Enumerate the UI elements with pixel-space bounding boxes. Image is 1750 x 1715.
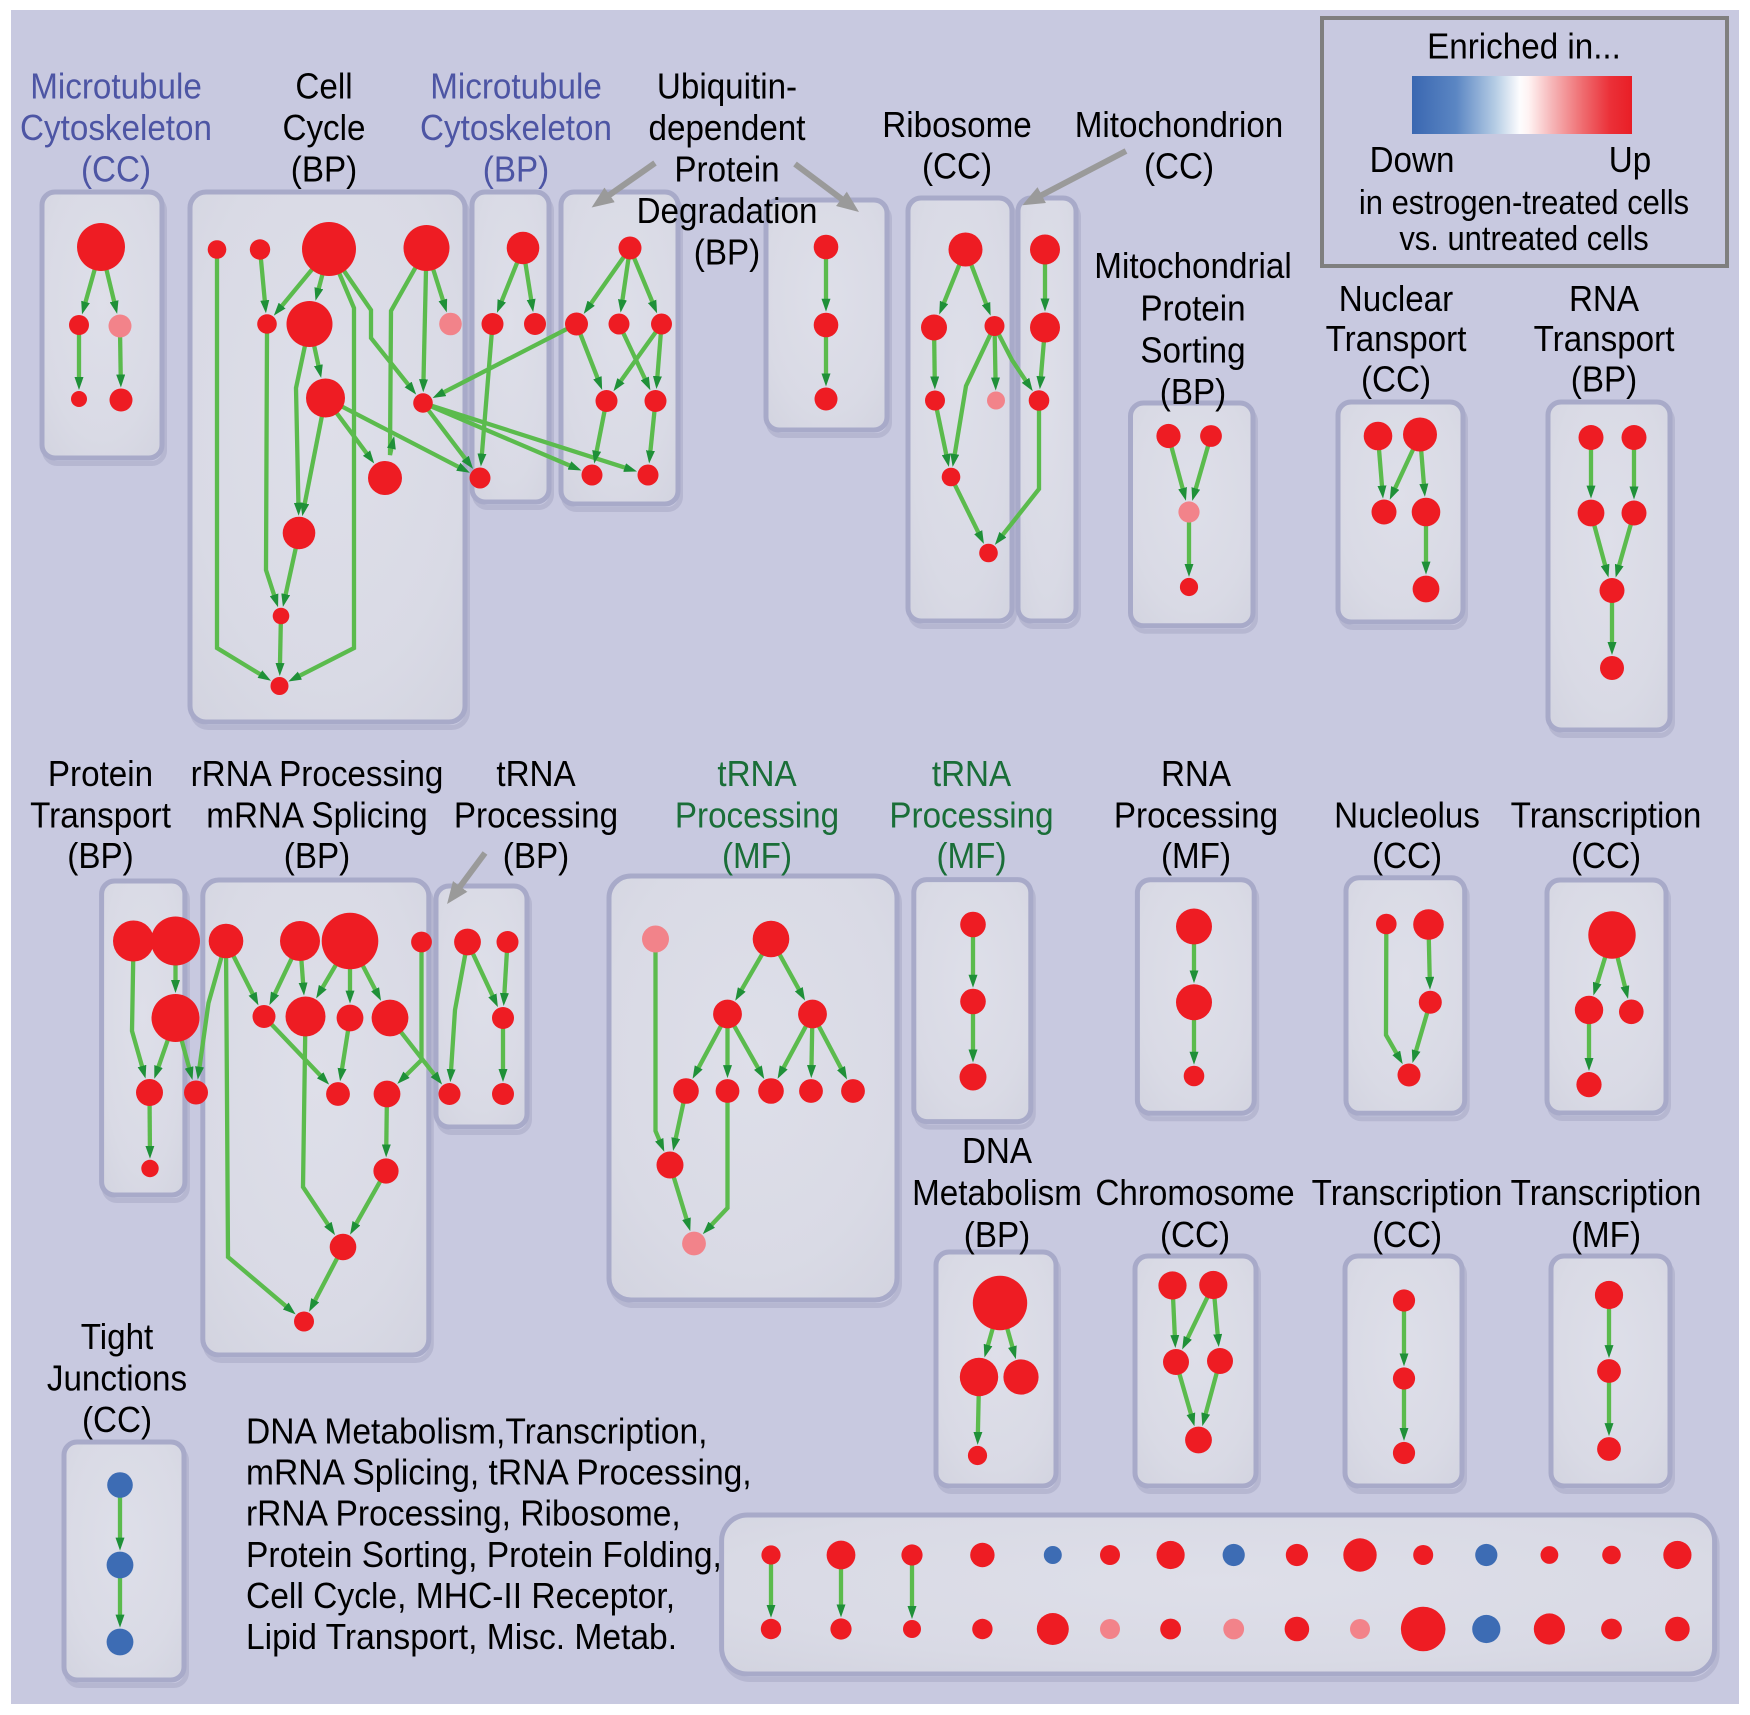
svg-text:(CC): (CC)	[1144, 146, 1214, 187]
svg-text:(BP): (BP)	[503, 836, 569, 877]
svg-text:Processing: Processing	[454, 795, 618, 836]
svg-text:Cell Cycle, MHC-II Receptor,: Cell Cycle, MHC-II Receptor,	[246, 1576, 675, 1617]
svg-text:tRNA: tRNA	[932, 754, 1012, 795]
svg-text:(BP): (BP)	[483, 149, 549, 190]
svg-text:(CC): (CC)	[1361, 359, 1431, 400]
svg-text:(BP): (BP)	[964, 1215, 1030, 1256]
svg-text:(BP): (BP)	[1160, 372, 1226, 413]
svg-text:(BP): (BP)	[291, 149, 357, 190]
svg-text:RNA: RNA	[1569, 279, 1640, 320]
svg-text:Mitochondrion: Mitochondrion	[1075, 105, 1284, 146]
svg-text:Transport: Transport	[1534, 319, 1675, 360]
svg-text:Ubiquitin-: Ubiquitin-	[657, 66, 797, 107]
svg-text:(CC): (CC)	[1372, 1215, 1442, 1256]
svg-text:rRNA Processing, Ribosome,: rRNA Processing, Ribosome,	[246, 1493, 681, 1534]
svg-text:tRNA: tRNA	[717, 754, 797, 795]
svg-text:(CC): (CC)	[81, 149, 151, 190]
svg-text:dependent: dependent	[649, 108, 806, 149]
svg-text:mRNA Splicing: mRNA Splicing	[206, 795, 427, 836]
svg-text:(CC): (CC)	[1372, 836, 1442, 877]
svg-text:Nuclear: Nuclear	[1339, 279, 1454, 320]
svg-text:Tight: Tight	[81, 1317, 154, 1358]
svg-text:Ribosome: Ribosome	[882, 105, 1031, 146]
svg-text:Protein: Protein	[1140, 288, 1245, 329]
svg-text:Junctions: Junctions	[47, 1358, 187, 1399]
svg-text:RNA: RNA	[1161, 754, 1232, 795]
svg-text:(MF): (MF)	[722, 836, 792, 877]
svg-text:Sorting: Sorting	[1140, 330, 1245, 371]
svg-text:tRNA: tRNA	[496, 754, 576, 795]
svg-text:Enriched in...: Enriched in...	[1427, 26, 1621, 67]
svg-text:DNA: DNA	[962, 1131, 1033, 1172]
svg-text:Processing: Processing	[675, 795, 839, 836]
svg-text:Processing: Processing	[1114, 795, 1278, 836]
svg-text:(MF): (MF)	[1161, 836, 1231, 877]
svg-text:Nucleolus: Nucleolus	[1334, 795, 1480, 836]
svg-text:vs. untreated cells: vs. untreated cells	[1399, 220, 1648, 258]
svg-text:in estrogen-treated cells: in estrogen-treated cells	[1359, 184, 1689, 222]
svg-text:(CC): (CC)	[82, 1400, 152, 1441]
svg-text:Up: Up	[1609, 140, 1651, 181]
svg-text:Down: Down	[1370, 140, 1455, 181]
svg-text:Transport: Transport	[30, 795, 171, 836]
svg-text:Protein: Protein	[48, 754, 153, 795]
svg-text:(MF): (MF)	[1571, 1215, 1641, 1256]
svg-text:DNA Metabolism,Transcription,: DNA Metabolism,Transcription,	[246, 1411, 707, 1452]
svg-text:Chromosome: Chromosome	[1095, 1173, 1294, 1214]
svg-text:Protein: Protein	[674, 149, 779, 190]
svg-text:Degradation: Degradation	[637, 191, 818, 232]
svg-text:mRNA Splicing, tRNA Processing: mRNA Splicing, tRNA Processing,	[246, 1452, 752, 1493]
svg-text:Mitochondrial: Mitochondrial	[1094, 246, 1291, 287]
svg-text:rRNA Processing: rRNA Processing	[191, 754, 444, 795]
svg-text:(BP): (BP)	[1571, 359, 1637, 400]
svg-text:Metabolism: Metabolism	[912, 1173, 1082, 1214]
svg-text:Cytoskeleton: Cytoskeleton	[420, 108, 612, 149]
svg-text:Transcription: Transcription	[1511, 1173, 1702, 1214]
svg-text:(BP): (BP)	[694, 232, 760, 273]
svg-text:(CC): (CC)	[1571, 836, 1641, 877]
svg-text:Cycle: Cycle	[282, 108, 365, 149]
svg-text:Microtubule: Microtubule	[30, 66, 202, 107]
svg-text:Cell: Cell	[295, 66, 352, 107]
svg-text:Microtubule: Microtubule	[430, 66, 602, 107]
svg-text:(CC): (CC)	[922, 146, 992, 187]
svg-text:Transcription: Transcription	[1511, 795, 1702, 836]
svg-text:(BP): (BP)	[284, 836, 350, 877]
svg-text:Transcription: Transcription	[1312, 1173, 1503, 1214]
svg-text:(BP): (BP)	[67, 836, 133, 877]
svg-text:(MF): (MF)	[936, 836, 1006, 877]
svg-text:Cytoskeleton: Cytoskeleton	[20, 108, 212, 149]
svg-text:Processing: Processing	[889, 795, 1053, 836]
svg-text:Transport: Transport	[1326, 319, 1467, 360]
svg-text:Protein Sorting, Protein Foldi: Protein Sorting, Protein Folding,	[246, 1535, 722, 1576]
svg-text:(CC): (CC)	[1160, 1215, 1230, 1256]
svg-text:Lipid Transport, Misc. Metab.: Lipid Transport, Misc. Metab.	[246, 1617, 677, 1658]
